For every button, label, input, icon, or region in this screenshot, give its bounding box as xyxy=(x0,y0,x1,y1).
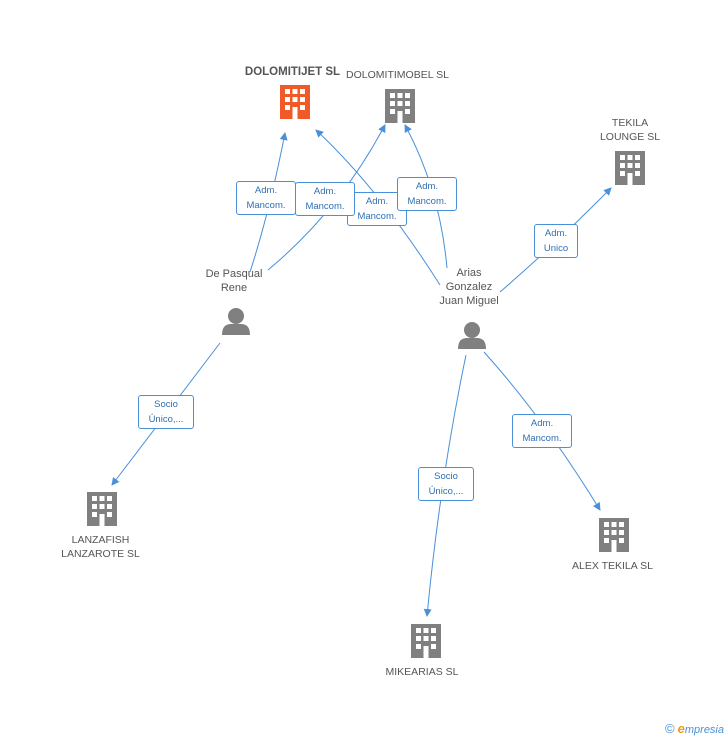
node-label-arias[interactable]: Arias Gonzalez Juan Miguel xyxy=(439,267,499,307)
person-icon xyxy=(222,308,250,335)
edge-label-socio-unico: Socio Único,... xyxy=(138,395,194,429)
edge-label-adm-mancom: Adm. Mancom. xyxy=(295,182,355,216)
node-label-depasqual[interactable]: De Pasqual Rene xyxy=(205,268,263,294)
building-icon xyxy=(599,518,629,552)
brand-e: e xyxy=(677,721,685,736)
node-label-alex-tekila[interactable]: ALEX TEKILA SL xyxy=(572,560,653,572)
edge-label-adm-unico: Adm. Unico xyxy=(534,224,578,258)
building-icon xyxy=(615,151,645,185)
building-icon xyxy=(87,492,117,526)
node-label-lanzafish[interactable]: LANZAFISH LANZAROTE SL xyxy=(61,534,140,560)
brand-name: mpresia xyxy=(684,724,724,736)
person-icon xyxy=(458,322,486,349)
node-label-tekila-lounge[interactable]: TEKILA LOUNGE SL xyxy=(599,117,661,143)
edge-label-socio-unico: Socio Único,... xyxy=(418,467,474,501)
building-icon xyxy=(385,89,415,123)
edge-label-adm-mancom: Adm. Mancom. xyxy=(397,177,457,211)
node-label-mikearias[interactable]: MIKEARIAS SL xyxy=(385,666,459,678)
node-label-dolomitijet[interactable]: DOLOMITIJET SL xyxy=(244,66,341,78)
copyright-symbol: © xyxy=(665,721,675,736)
edge-label-adm-mancom: Adm. Mancom. xyxy=(236,181,296,215)
empresia-logo[interactable]: ©empresia xyxy=(665,721,724,736)
building-icon xyxy=(280,85,310,119)
building-icon xyxy=(411,624,441,658)
edge-label-adm-mancom: Adm. Mancom. xyxy=(512,414,572,448)
node-label-dolomitimobel[interactable]: DOLOMITIMOBEL SL xyxy=(346,69,449,81)
